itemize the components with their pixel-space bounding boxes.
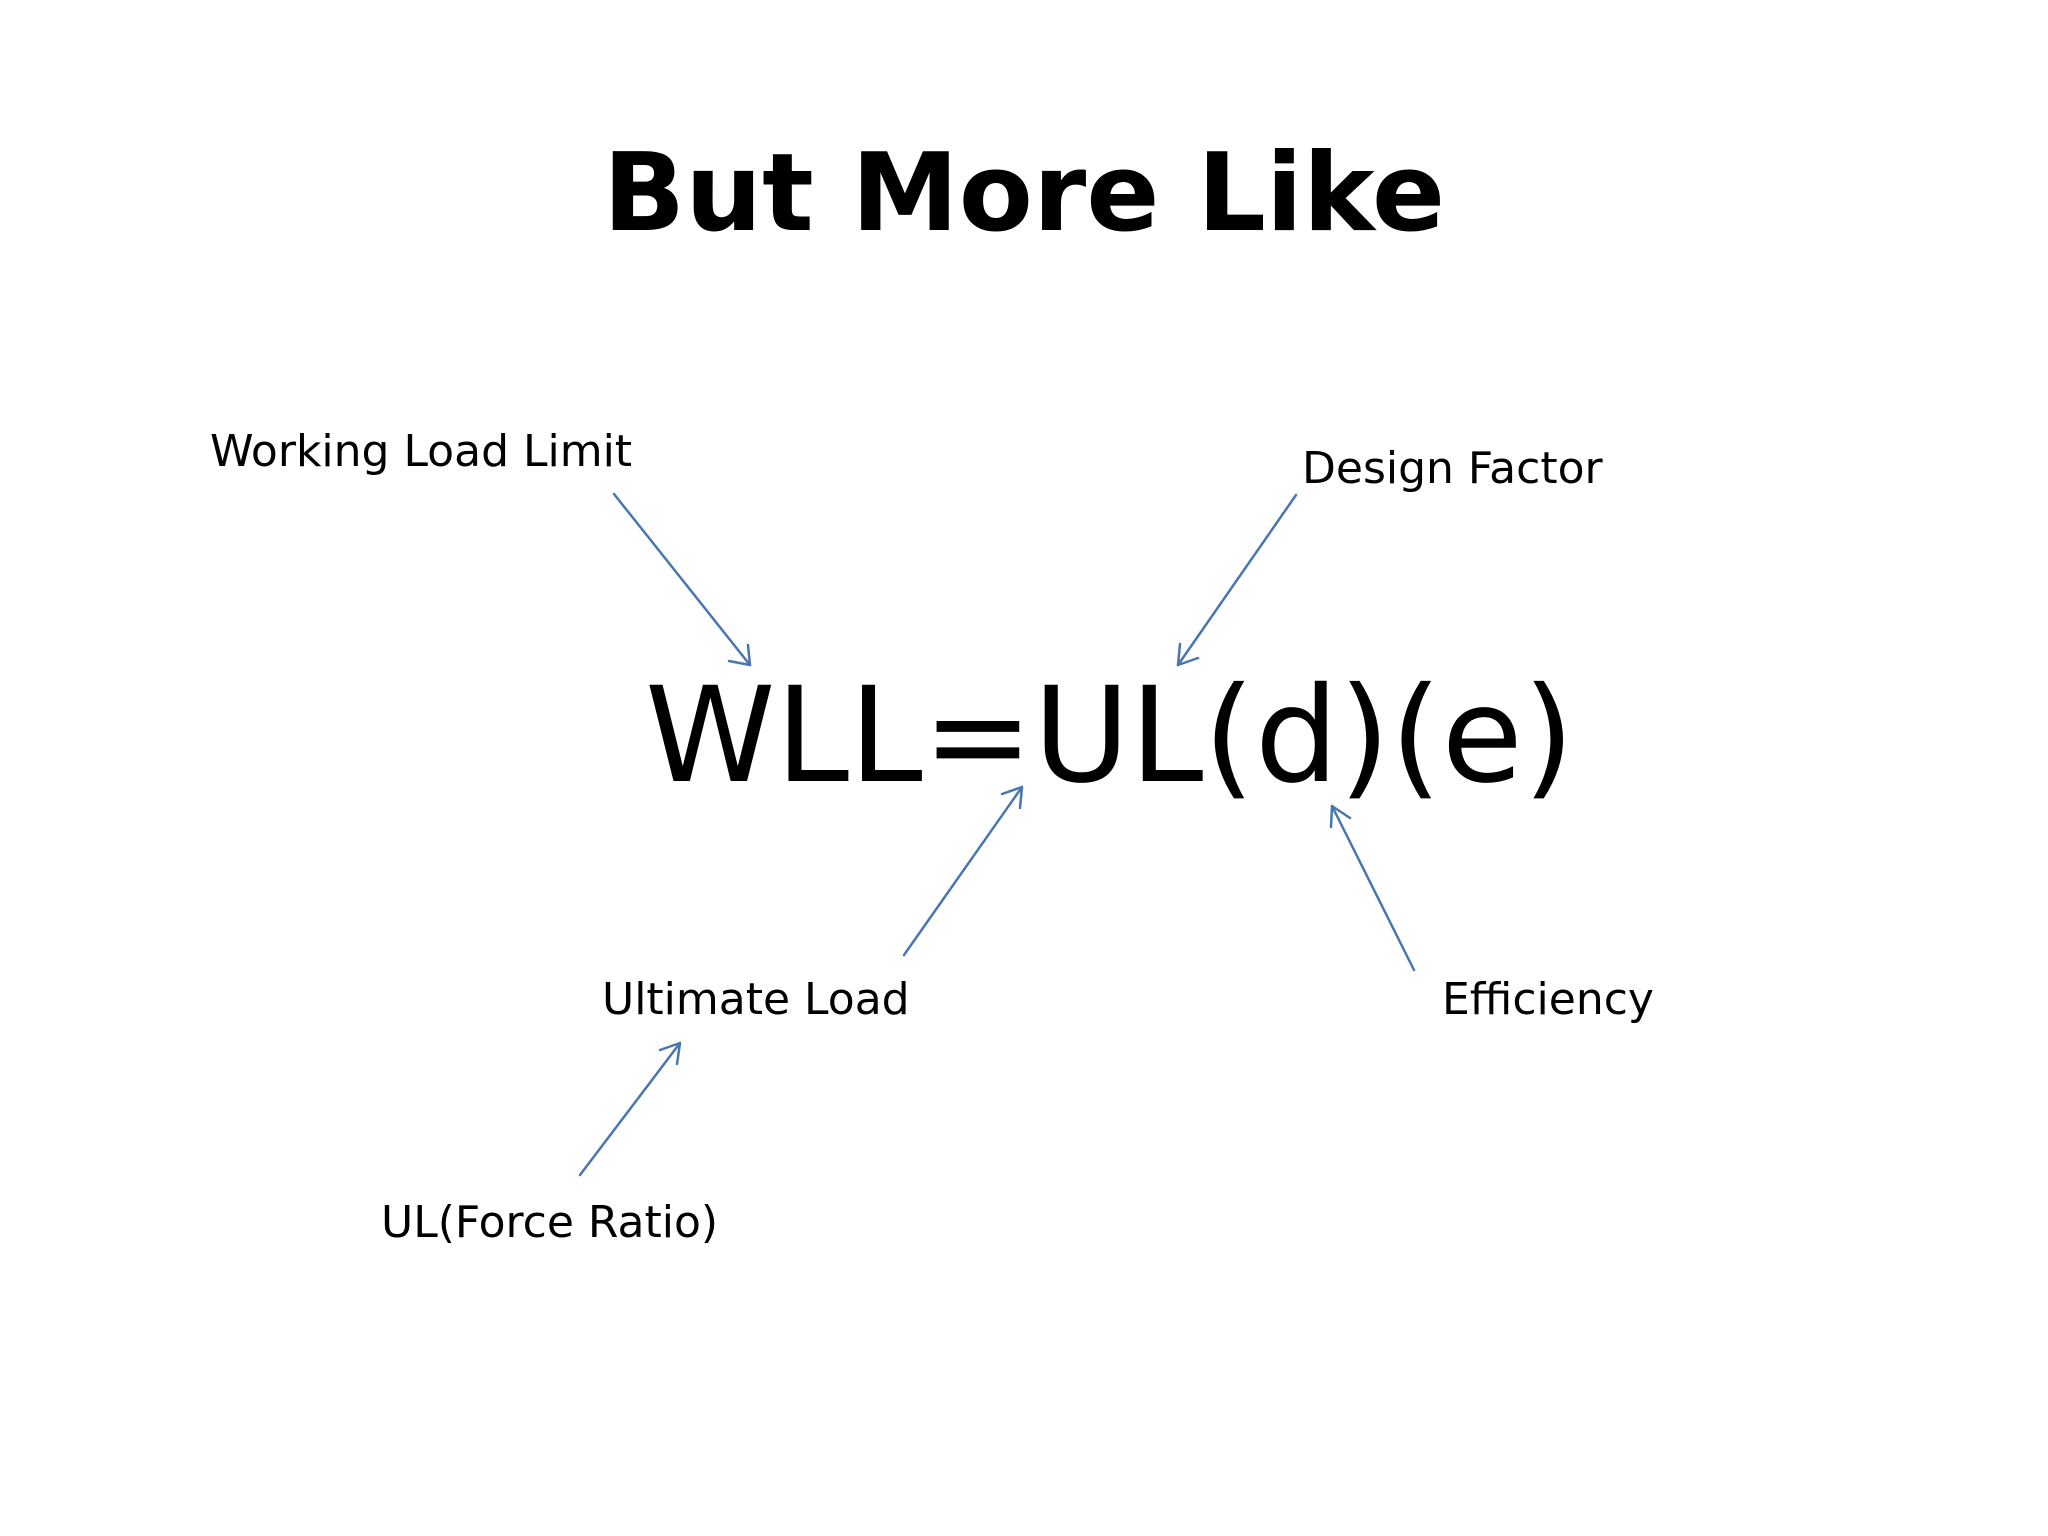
efficiency-label: Efficiency [1442, 974, 1654, 1025]
ultimate-load-label: Ultimate Load [602, 974, 910, 1025]
arrow-working-load-limit [612, 492, 752, 667]
arrow-ul-force-ratio [578, 1041, 682, 1177]
arrow-efficiency [1329, 804, 1416, 972]
ul-force-ratio-label: UL(Force Ratio) [381, 1197, 719, 1248]
arrow-design-factor [1176, 493, 1298, 667]
slide-title: But More Like [602, 131, 1446, 256]
arrow-ultimate-load [902, 785, 1024, 957]
formula: WLL=UL(d)(e) [645, 659, 1575, 813]
design-factor-label: Design Factor [1302, 443, 1603, 494]
working-load-limit-label: Working Load Limit [210, 426, 633, 477]
